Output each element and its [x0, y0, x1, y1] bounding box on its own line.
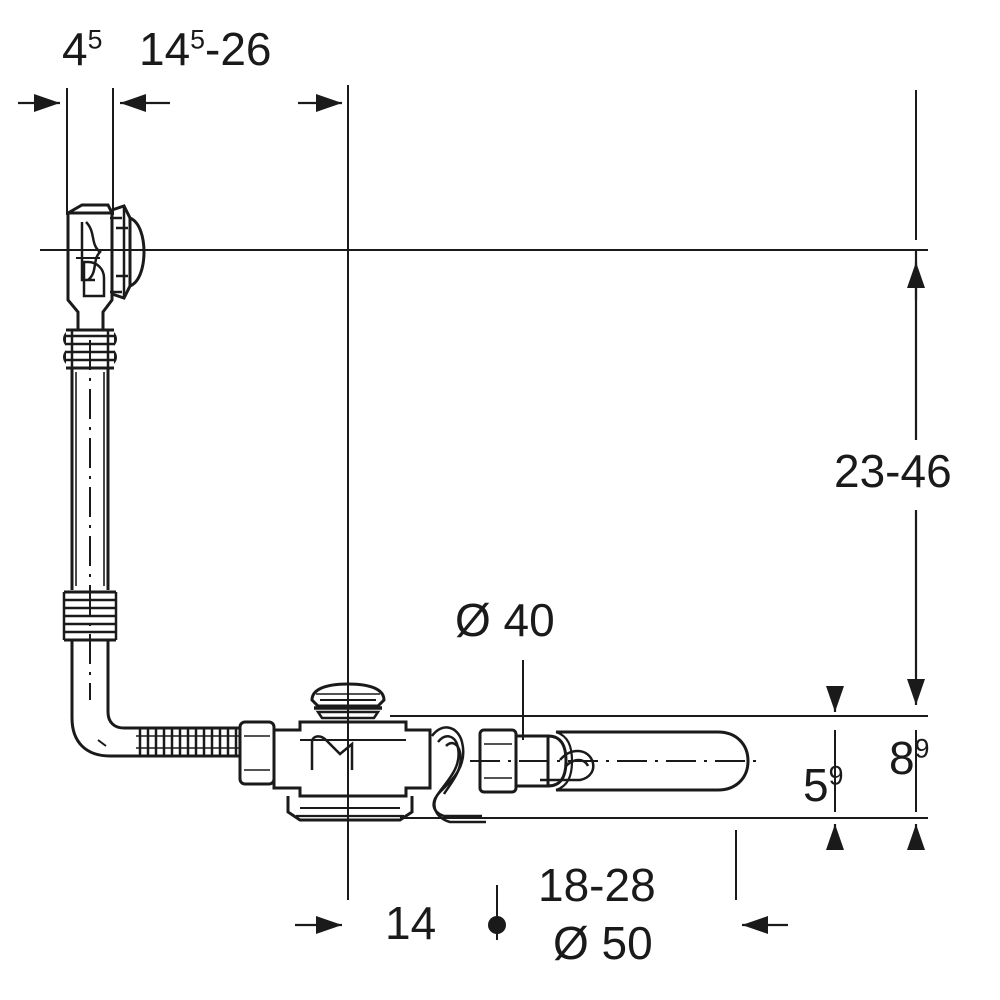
hex-union-nut: [238, 720, 276, 786]
dim-overflow-offset: 45: [62, 23, 103, 75]
dim-outlet-diameter: Ø 40: [455, 594, 555, 646]
push-button-waste-plug: [310, 682, 386, 720]
drain-body: [272, 720, 432, 822]
dim-base-offset: 14: [385, 897, 437, 949]
overflow-vertical-pipe: [70, 368, 110, 590]
dim-overflow-range: 145-26: [139, 23, 272, 75]
dim-height-range: 23-46: [834, 445, 952, 497]
centerlines: [89, 340, 760, 840]
flexible-corrugated-hose: [136, 726, 240, 758]
dim-pipe-diameter: Ø 50: [553, 917, 653, 969]
lower-right-dimensions: [826, 686, 925, 850]
overflow-fitting: [66, 203, 122, 332]
dim-total-low-height: 89: [889, 732, 930, 784]
extension-lines: [66, 85, 917, 900]
dim-outlet-length-range: 18-28: [538, 859, 656, 911]
dim-trap-height: 59: [803, 759, 844, 811]
leader-dot-marker: [488, 885, 506, 940]
overflow-pipe-lower: [70, 640, 136, 758]
overflow-cover-cap: [111, 204, 146, 300]
